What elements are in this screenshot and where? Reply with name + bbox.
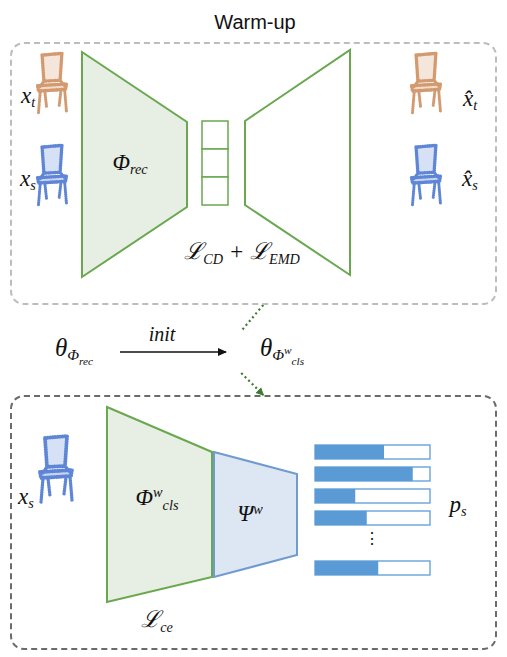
bar-frame bbox=[315, 489, 430, 503]
bar-fill bbox=[315, 561, 378, 575]
chair-label: x̂t bbox=[463, 86, 477, 114]
prob-bars bbox=[315, 445, 430, 575]
trapezoid-outline bbox=[107, 407, 212, 602]
chair-label: xs bbox=[18, 484, 34, 512]
bar-fill bbox=[315, 511, 367, 525]
bar-fill bbox=[315, 445, 384, 459]
chair-label: x̂s bbox=[462, 166, 478, 194]
bar-frame bbox=[315, 511, 430, 525]
ellipsis: ⋮ bbox=[364, 529, 380, 548]
trapezoid-fill bbox=[107, 407, 212, 602]
trapezoid-fill bbox=[214, 452, 297, 577]
classifier-label: Ψw bbox=[237, 501, 263, 528]
chair-source-cls bbox=[40, 436, 72, 502]
bar-frame bbox=[315, 445, 430, 459]
param-label: θΦrec bbox=[55, 334, 93, 367]
chair-target-rec bbox=[412, 53, 441, 112]
bar-frame bbox=[315, 467, 430, 481]
stage-panel: ℒce ΦwclsΨw bbox=[10, 395, 497, 650]
stage-panel: Warm-upℒCD + ℒEMDΦrec bbox=[10, 42, 497, 305]
bar-fill bbox=[315, 489, 355, 503]
arrow-label: init bbox=[149, 323, 176, 346]
chair-label: xs bbox=[20, 166, 36, 194]
init-connector bbox=[241, 305, 263, 395]
encoder-trapezoid: Φwcls bbox=[107, 407, 212, 602]
bar-frame bbox=[315, 561, 430, 575]
output-label: ps bbox=[449, 492, 466, 520]
latent-code bbox=[202, 121, 228, 205]
loss-label: ℒce bbox=[141, 602, 173, 635]
encoder-label: Φrec bbox=[112, 150, 147, 178]
stage-title: Warm-up bbox=[214, 11, 295, 34]
chair-target bbox=[38, 53, 67, 112]
chair-source-rec bbox=[412, 145, 441, 204]
loss-label: ℒCD + ℒEMD bbox=[184, 234, 300, 267]
param-label: θΦwcls bbox=[260, 334, 304, 367]
encoder-label: Φwcls bbox=[136, 484, 179, 513]
chair-source bbox=[38, 145, 67, 204]
bar-fill bbox=[315, 467, 413, 481]
chair-label: xt bbox=[21, 83, 35, 111]
trapezoid-fill bbox=[82, 52, 187, 277]
classifier-trapezoid: Ψw bbox=[214, 452, 297, 577]
encoder-trapezoid: Φrec bbox=[82, 52, 187, 277]
init-arrow bbox=[120, 351, 226, 353]
